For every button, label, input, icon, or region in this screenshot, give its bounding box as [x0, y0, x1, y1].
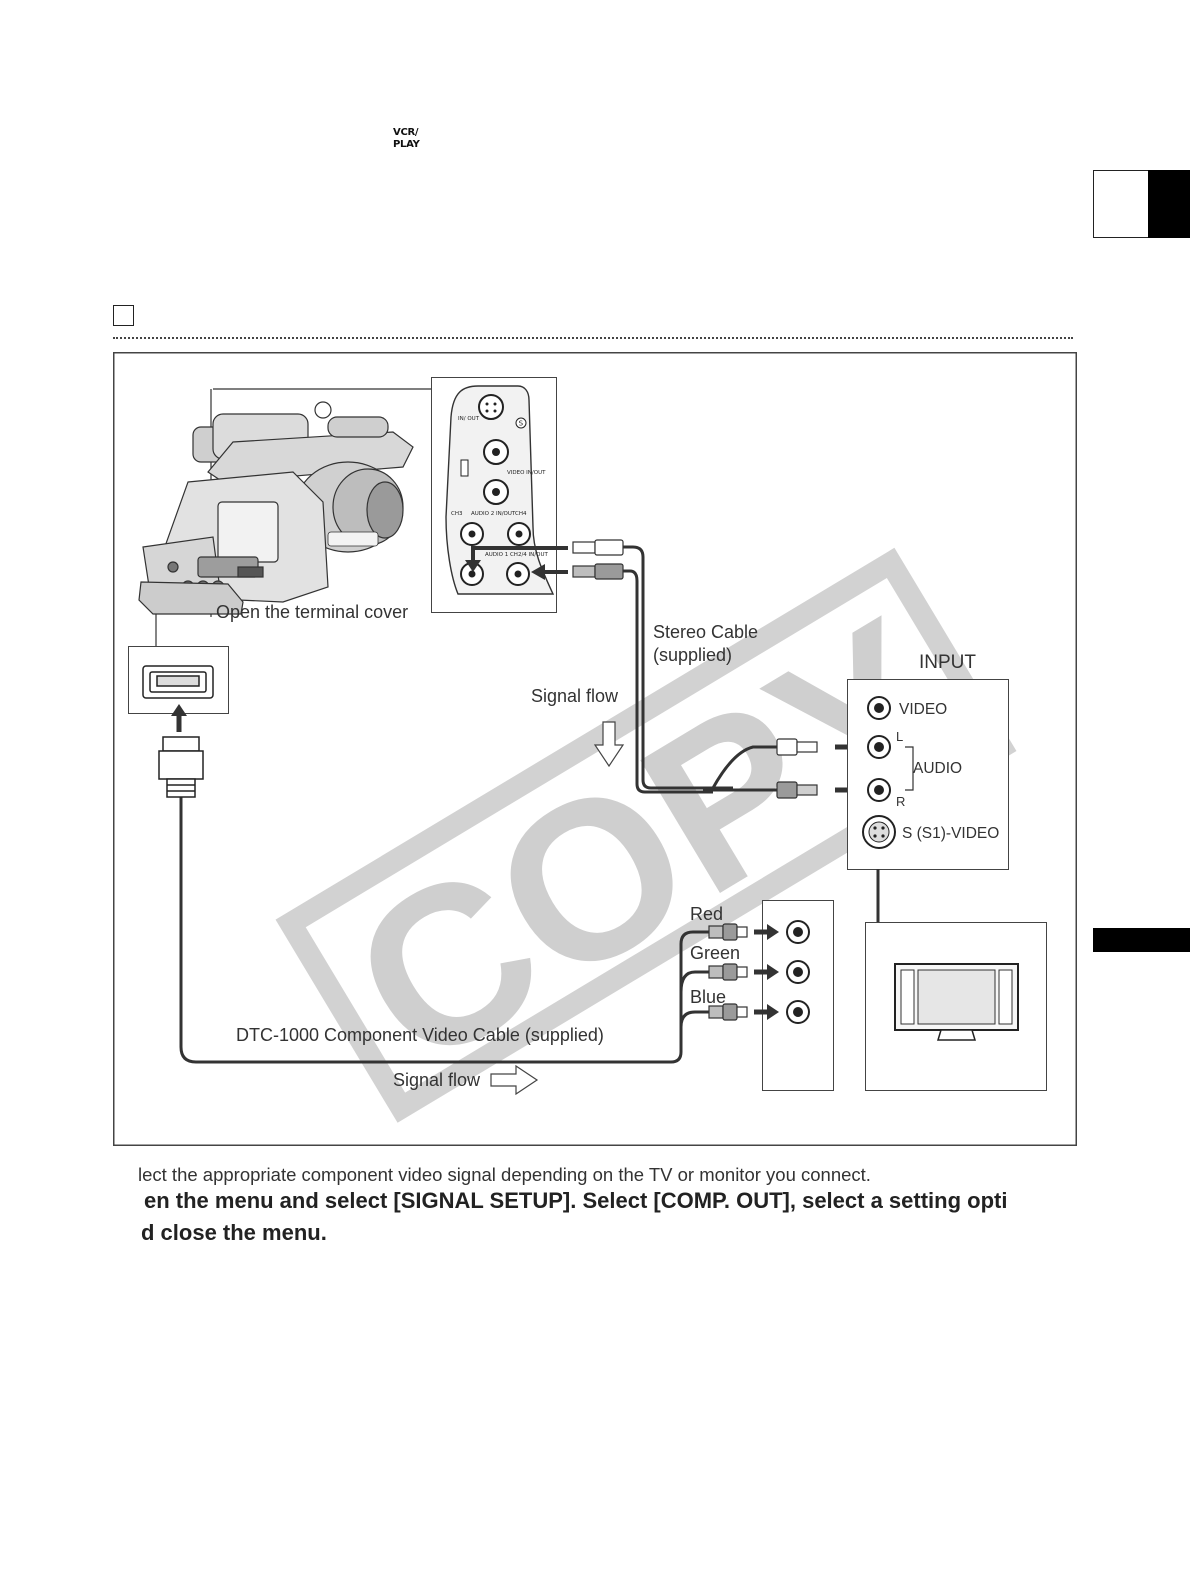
stereo-cable-red — [623, 569, 713, 794]
mode-icon-line-2: PLAY — [393, 139, 420, 150]
vcr-play-mode-icon: VCR/ PLAY — [393, 127, 420, 151]
audio1-label: AUDIO 1 CH2/4 IN/OUT — [485, 552, 548, 558]
ch4-label: CH4 — [515, 511, 527, 517]
input-svideo-label: S (S1)-VIDEO — [902, 825, 999, 842]
stereo-cable-label-1: Stereo Cable — [653, 622, 758, 642]
instruction-text: lect the appropriate component video sig… — [138, 1164, 871, 1185]
component-plug-icon — [158, 736, 204, 798]
input-video-label: VIDEO — [899, 701, 947, 718]
chapter-tab-marker — [1093, 928, 1190, 952]
mode-icon-line-1: VCR/ — [393, 127, 419, 138]
step-line-2: d close the menu. — [141, 1220, 327, 1245]
in-out-terminal-label: IN/ OUT — [458, 416, 480, 422]
dotted-divider — [113, 337, 1073, 339]
component-terminal-icon — [142, 665, 214, 699]
input-left-label: L — [896, 729, 903, 744]
blue-label: Blue — [690, 987, 726, 1007]
stereo-cable-plugs-camera — [572, 539, 624, 580]
section-tab-marker — [1093, 170, 1151, 238]
signal-flow-right-arrow-icon — [490, 1064, 539, 1096]
audio2-label: AUDIO 2 IN/OUT — [471, 511, 516, 517]
s-badge-text: S — [519, 420, 524, 428]
component-cable-blue-branch — [679, 1010, 709, 1028]
signal-flow-label-top: Signal flow — [531, 686, 619, 706]
signal-flow-down-arrow-icon — [593, 721, 625, 768]
copy-watermark-frame — [275, 547, 1017, 1123]
connection-diagram: COPY — [113, 352, 1077, 1146]
s-badge-icon — [515, 417, 527, 429]
audio-bracket — [905, 746, 914, 791]
section-tab-fill — [1148, 170, 1190, 238]
tv-icon — [894, 963, 1019, 1041]
step-line-1: en the menu and select [SIGNAL SETUP]. S… — [144, 1188, 1008, 1213]
svideo-jack-icon — [478, 394, 504, 420]
stereo-cable-to-left — [711, 745, 783, 789]
video-in-out-label: VIDEO IN/OUT — [507, 470, 546, 476]
component-plugs — [708, 923, 748, 1021]
input-title: INPUT — [919, 652, 976, 673]
terminal-cover-label: Open the terminal cover — [216, 602, 408, 622]
camcorder-illustration — [138, 388, 433, 617]
green-label: Green — [690, 943, 740, 963]
ch3-label: CH3 — [451, 511, 463, 517]
stereo-cable-plugs-tv — [776, 738, 818, 799]
input-right-label: R — [896, 794, 905, 809]
note-checkbox-icon — [113, 305, 134, 326]
terminal-panel-inset: S IN/ OUT VIDEO IN/OUT CH3 AUDIO 2 IN/OU… — [431, 377, 568, 613]
component-cable-label: DTC-1000 Component Video Cable (supplied… — [236, 1025, 604, 1045]
component-cable — [179, 797, 709, 1064]
stereo-cable-white — [623, 545, 733, 790]
signal-flow-label-bottom: Signal flow — [393, 1070, 481, 1090]
component-cable-green-branch — [679, 970, 709, 993]
red-label: Red — [690, 904, 723, 924]
input-audio-label: AUDIO — [913, 760, 962, 777]
connection-diagram-svg: COPY — [113, 352, 1077, 1146]
switch-icon — [460, 459, 469, 477]
stereo-cable-label-2: (supplied) — [653, 645, 732, 665]
